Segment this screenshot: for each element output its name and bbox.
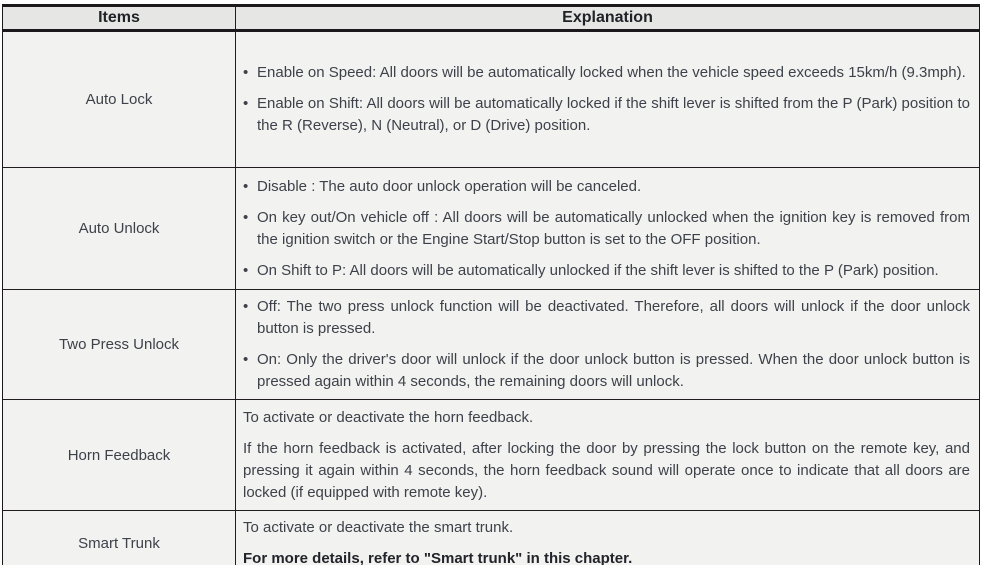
explanation-paragraph: • On: Only the driver's door will unlock… — [243, 349, 970, 393]
table-row-smart-trunk: Smart Trunk To activate or deactivate th… — [3, 510, 979, 565]
bullet-marker: • — [243, 261, 249, 279]
table-row-auto-lock: Auto Lock • Enable on Speed: All doors w… — [3, 32, 979, 167]
bullet-marker: • — [243, 177, 249, 195]
explanation-paragraph: • Enable on Shift: All doors will be aut… — [243, 93, 970, 137]
table-row-two-press-unlock: Two Press Unlock • Off: The two press un… — [3, 289, 979, 399]
table-row-auto-unlock: Auto Unlock • Disable : The auto door un… — [3, 167, 979, 289]
explanation-paragraph: • Off: The two press unlock function wil… — [243, 296, 970, 340]
explanation-cell: • Disable : The auto door unlock operati… — [236, 168, 979, 289]
explanation-paragraph-bold-reference: For more details, refer to "Smart trunk"… — [243, 550, 633, 565]
item-cell: Auto Unlock — [3, 168, 236, 289]
explanation-paragraph: • Enable on Speed: All doors will be aut… — [243, 62, 970, 84]
explanation-paragraph: If the horn feedback is activated, after… — [243, 439, 970, 501]
explanation-cell: To activate or deactivate the smart trun… — [236, 511, 979, 565]
explanation-paragraph: To activate or deactivate the smart trun… — [243, 519, 514, 536]
column-header-explanation: Explanation — [562, 9, 653, 26]
item-cell: Horn Feedback — [3, 400, 236, 510]
explanation-cell: • Enable on Speed: All doors will be aut… — [236, 32, 979, 167]
item-cell: Two Press Unlock — [3, 290, 236, 399]
bullet-marker: • — [243, 351, 249, 368]
explanation-paragraph: • On Shift to P: All doors will be autom… — [243, 260, 970, 282]
explanation-paragraph: • On key out/On vehicle off : All doors … — [243, 207, 970, 251]
bullet-marker: • — [243, 64, 249, 81]
table-header-row: Items Explanation — [3, 7, 979, 32]
item-cell: Smart Trunk — [3, 511, 236, 565]
explanation-paragraph: To activate or deactivate the horn feedb… — [243, 408, 534, 426]
table-row-horn-feedback: Horn Feedback To activate or deactivate … — [3, 399, 979, 510]
item-cell: Auto Lock — [3, 32, 236, 167]
bullet-marker: • — [243, 95, 249, 112]
bullet-marker: • — [243, 298, 249, 315]
door-lock-settings-table: Items Explanation Auto Lock • Enable on … — [2, 4, 980, 565]
explanation-cell: To activate or deactivate the horn feedb… — [236, 400, 979, 510]
explanation-paragraph: • Disable : The auto door unlock operati… — [243, 176, 970, 198]
explanation-cell: • Off: The two press unlock function wil… — [236, 290, 979, 399]
bullet-marker: • — [243, 208, 249, 226]
column-header-items: Items — [3, 7, 236, 29]
